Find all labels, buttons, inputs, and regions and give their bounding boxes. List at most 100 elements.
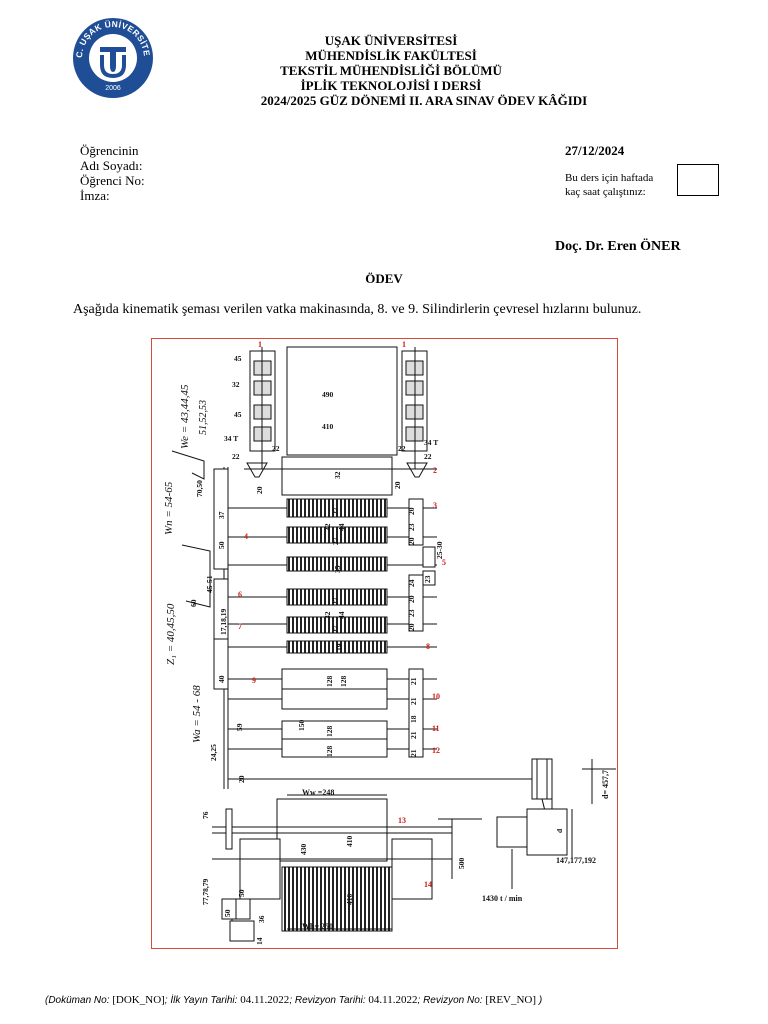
gear-label: 27 [331,625,340,633]
gear-label: 24,25 [209,744,218,761]
cylinder-number-12: 12 [432,746,440,755]
gear-label: 23 [423,575,432,583]
gear-label: 24 [407,579,416,587]
gear-label: 20 [407,537,416,545]
publish-date-value: 04.11.2022 [240,994,290,1006]
gear-label: 34 T [424,438,438,447]
gear-label: 20 [255,486,264,494]
gear-label: 128 [339,676,348,688]
cylinder-number-2: 2 [433,466,437,475]
gear-label: 410 [345,894,354,906]
cylinder-number-1-right: 1 [402,340,406,349]
gear-label: d= 457,7 [601,770,610,799]
gear-label: 32 [232,380,240,389]
gear-label: 20 [407,507,416,515]
gear-label: 35 [333,565,342,573]
gear-label: 22 [272,444,280,453]
label-wa: Wa = 54 - 68 [191,685,203,743]
cylinder-number-3: 3 [433,501,437,510]
footer-close: ) [538,995,543,1006]
study-hours-box[interactable] [677,164,719,196]
gear-label: 20 [393,481,402,489]
gear-label: 128 [325,676,334,688]
revision-date-value: 04.11.2022 [368,994,418,1006]
gear-label: 17,18,19 [219,609,228,636]
study-hours-line1: Bu ders için haftada [565,172,654,184]
label-z1: Z₁ = 40,45,50 [165,603,177,665]
doc-no-label: (Doküman No: [45,995,110,1006]
gear-label: 19 [335,643,344,651]
document-header: UŞAK ÜNİVERSİTESİ MÜHENDİSLİK FAKÜLTESİ … [0,33,768,108]
gear-label: 77,78,79 [201,879,210,906]
gear-label: Ww =248 [302,788,334,797]
header-exam-title: 2024/2025 GÜZ DÖNEMİ II. ARA SINAV ÖDEV … [260,93,588,108]
university-logo: T.C. UŞAK ÜNİVERSİTESİ 2006 [69,9,154,99]
gear-label: 36 [257,915,266,923]
cylinder-number-10: 10 [432,692,440,701]
gear-label: 22 [424,452,432,461]
cylinder-number-8: 8 [426,642,430,651]
student-label: Öğrencinin [80,143,139,158]
gear-label: 21 [409,749,418,757]
gear-label: 21 [409,697,418,705]
gear-label: 50 [223,909,232,917]
kinematic-diagram: We = 43,44,45 51,52,53 Wn = 54-65 Z₁ = 4… [151,338,618,949]
gear-label: 18 [409,715,418,723]
study-hours-question: Bu ders için haftada kaç saat çalıştınız… [565,171,653,199]
cylinder-number-4: 4 [244,532,248,541]
gear-label: 21 [409,731,418,739]
revision-no-value: [REV_NO] [485,994,537,1006]
gear-label: d [555,828,564,833]
gear-label: 23 [407,609,416,617]
gear-label: 128 [325,746,334,758]
signature-label: İmza: [80,188,110,203]
gear-label: 45 [234,410,242,419]
cylinder-number-6: 6 [238,590,242,599]
header-course: İPLİK TEKNOLOJİSİ I DERSİ [300,78,482,93]
gear-label: 44 [337,611,346,619]
document-footer: (Doküman No: [DOK_NO]; İlk Yayın Tarihi:… [45,994,542,1006]
doc-no-value: [DOK_NO] [112,994,165,1006]
gear-label: 500 [457,858,466,870]
gear-label: 76 [201,811,210,819]
gear-label: 59 [235,723,244,731]
gear-label: 150 [297,720,306,732]
cylinder-number-14: 14 [424,880,432,889]
gear-label: 21 [409,677,418,685]
cylinder-number-11: 11 [432,724,440,733]
label-wn: Wn = 54-65 [163,481,175,535]
gear-label: 27 [331,597,340,605]
gear-label: 20 [237,775,246,783]
label-we: We = 43,44,45 [179,384,191,449]
gear-label: 23 [407,523,416,531]
gear-label: 1430 t / min [482,894,523,903]
cylinder-number-7: 7 [238,622,242,631]
student-number-label: Öğrenci No: [80,173,145,188]
header-faculty: MÜHENDİSLİK FAKÜLTESİ [305,48,477,63]
gear-label: 20 [407,595,416,603]
gear-label: 32 [323,611,332,619]
gear-label: 50 [217,541,226,549]
question-text: Aşağıda kinematik şeması verilen vatka m… [73,302,642,317]
assignment-title: ÖDEV [365,271,403,286]
gear-label: 410 [322,422,334,431]
cylinder-number-9: 9 [252,676,256,685]
gear-label: 32 [333,471,342,479]
study-hours-line2: kaç saat çalıştınız: [565,186,646,198]
cylinder-number-13: 13 [398,816,406,825]
revision-date-label: ; Revizyon Tarihi: [289,995,366,1006]
header-department: TEKSTİL MÜHENDİSLİĞİ BÖLÜMÜ [280,63,502,78]
gear-label: 50 [237,889,246,897]
gear-label: 45-51 [205,575,214,593]
gear-label: 14 [255,937,264,945]
gear-label: Wb= 250 [302,922,333,931]
exam-date: 27/12/2024 [565,143,625,158]
gear-label: 20 [407,623,416,631]
gear-label: 34 T [224,434,238,443]
logo-year: 2006 [105,85,121,92]
gear-label: 147,177,192 [556,856,596,865]
gear-label: 22 [398,444,406,453]
cylinder-number-5: 5 [442,558,446,567]
gear-label: 44 [337,523,346,531]
gear-label: 40 [217,675,226,683]
